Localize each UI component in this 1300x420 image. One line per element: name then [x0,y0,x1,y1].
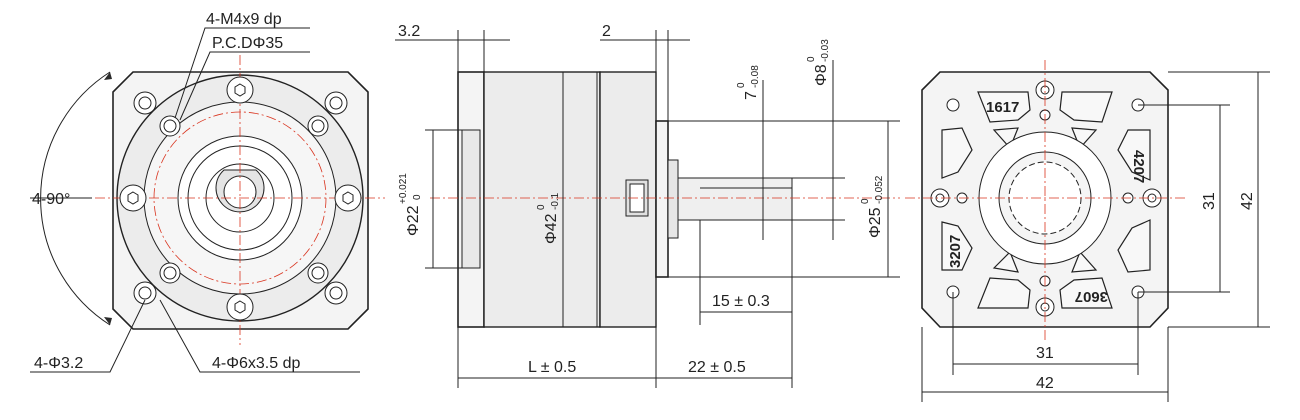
svg-text:0: 0 [412,194,423,200]
size-h-label: 42 [1036,375,1054,392]
flat-length-label: 15 ± 0.3 [712,293,770,310]
marking-top: 1617 [986,99,1019,116]
svg-text:Φ22: Φ22 [405,205,422,236]
svg-text:0: 0 [860,198,871,204]
tapped-holes [159,115,329,284]
svg-text:0: 0 [736,82,747,88]
svg-text:Φ42: Φ42 [543,213,560,244]
svg-text:Φ8: Φ8 [813,64,830,86]
angle-label: 4-90° [32,191,70,208]
marking-left: 3207 [947,235,964,268]
hole-spacing-v-group: 31 [1201,192,1218,210]
counterbore-holes [119,76,362,321]
marking-left-group: 3207 [947,235,964,268]
shaft-length-label: 22 ± 0.5 [688,359,746,376]
svg-text:-0.052: -0.052 [874,175,885,204]
svg-text:-0.1: -0.1 [550,192,561,210]
marking-right: 4207 [1130,150,1147,183]
size-v-group: 42 [1239,192,1256,210]
svg-text:7: 7 [743,91,760,100]
svg-text:Φ25: Φ25 [867,207,884,238]
hole-spacing-v-label: 31 [1201,192,1218,210]
hole-small-label: 4-Φ3.2 [34,355,83,372]
leader-tap [174,27,310,119]
svg-text:0: 0 [806,56,817,62]
boss-dia-dim: Φ25 0 -0.052 [860,175,885,238]
body-length-label: L ± 0.5 [528,359,576,376]
hole-spacing-h-label: 31 [1036,345,1054,362]
marking-right-group: 4207 [1130,150,1147,183]
marking-bottom: 3607 [1075,288,1108,305]
hole-counterbore-label: 4-Φ6x3.5 dp [212,355,300,372]
side-view [395,30,900,388]
flat-dim: 7 0 -0.08 [736,65,761,100]
leader-small-hole [30,299,146,373]
pilot-dia-dim: Φ22 +0.021 0 [398,173,423,236]
pilot-length-label: 2 [602,23,611,40]
side-shaft [677,177,793,221]
side-boss [655,120,669,278]
callout-tap: 4-M4x9 dp [206,11,282,28]
shaft-dia-dim: Φ8 0 -0.03 [806,39,831,86]
side-body [483,71,601,328]
svg-text:-0.08: -0.08 [750,65,761,88]
back-view [905,60,1270,402]
svg-text:+0.021: +0.021 [398,173,409,204]
svg-text:0: 0 [536,204,547,210]
back-pockets [941,91,1151,309]
body-dia-dim: Φ42 0 -0.1 [536,192,561,244]
marking-bottom-group: 3607 [1075,288,1108,305]
flange-thickness-label: 3.2 [398,23,420,40]
corner-holes [133,91,348,305]
leader-counterbore [159,299,360,373]
leader-pcd [179,51,310,121]
size-v-label: 42 [1239,192,1256,210]
callout-pcd: P.C.DΦ35 [212,35,283,52]
front-view [30,27,385,373]
svg-text:-0.03: -0.03 [820,39,831,62]
